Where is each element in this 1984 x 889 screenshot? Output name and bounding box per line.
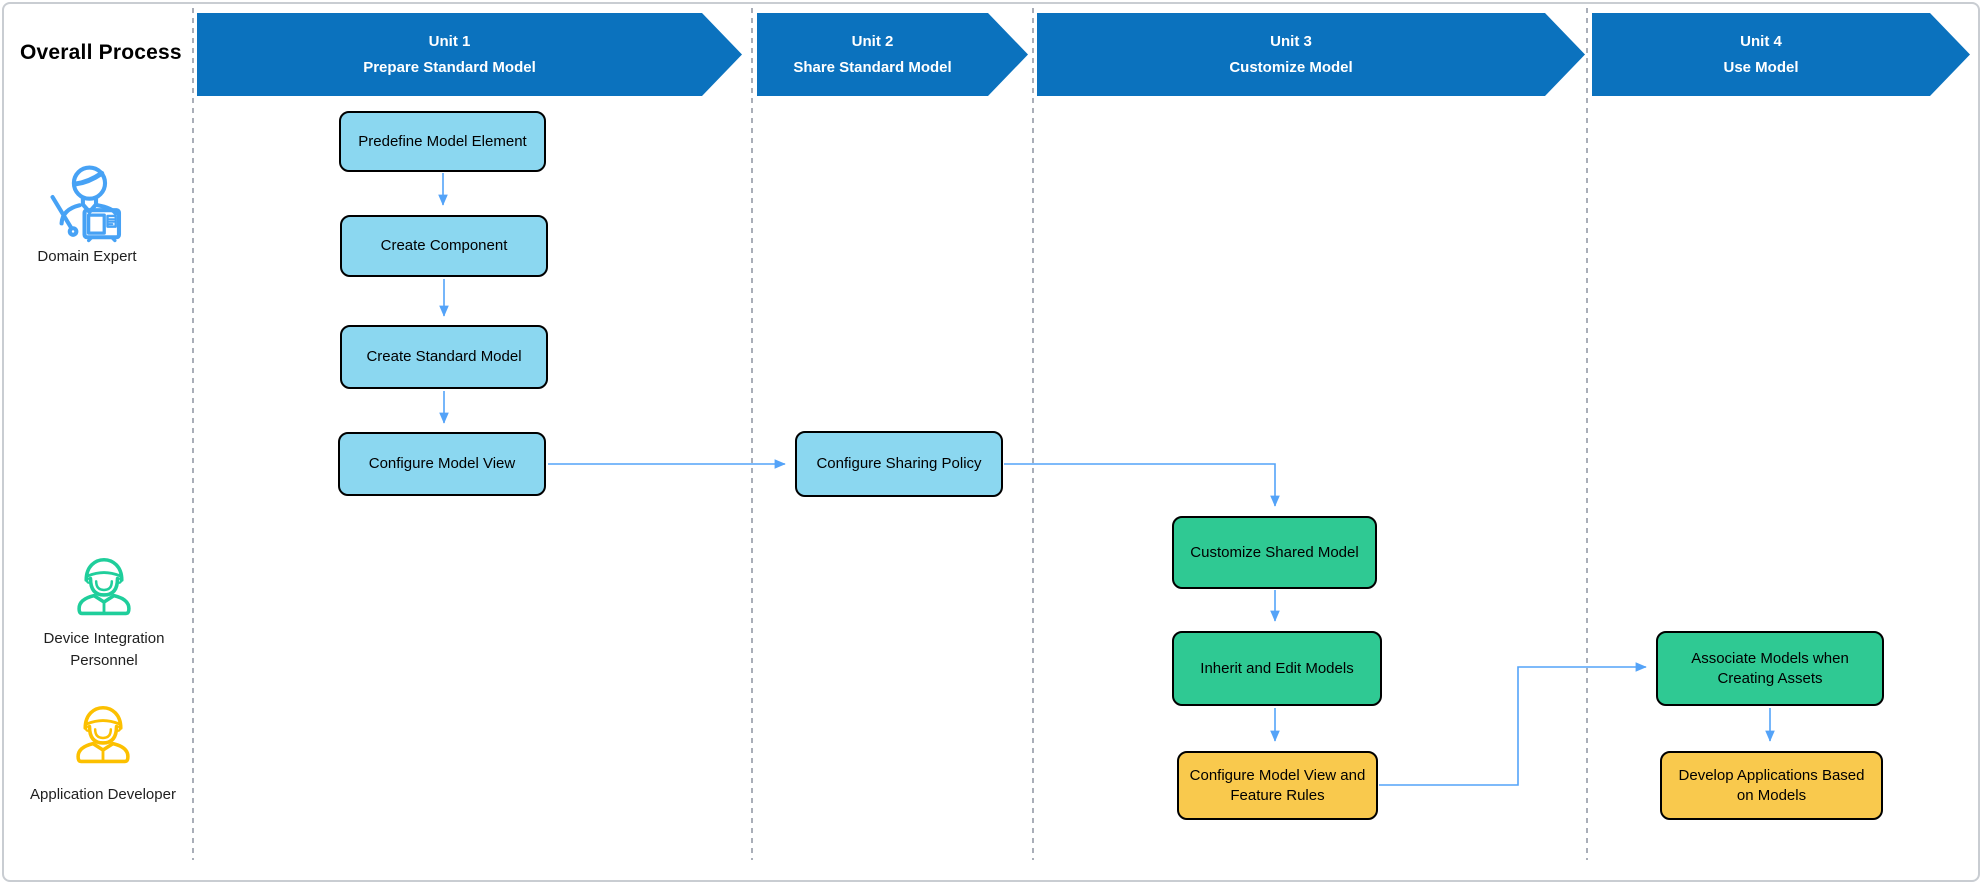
step-configure-sharing-policy: Configure Sharing Policy: [795, 431, 1003, 497]
unit-number: Unit 3: [1270, 33, 1312, 50]
unit-title: Prepare Standard Model: [363, 59, 536, 76]
step-configure-model-view-and-feature-rules: Configure Model View and Feature Rules: [1177, 751, 1378, 820]
step-inherit-and-edit-models: Inherit and Edit Models: [1172, 631, 1382, 706]
diagram-title: Overall Process: [20, 41, 182, 64]
step-associate-models-when-creating-assets: Associate Models when Creating Assets: [1656, 631, 1884, 706]
step-develop-applications-based-on-models: Develop Applications Based on Models: [1660, 751, 1883, 820]
application-developer-icon: [76, 705, 130, 764]
persona-label: Device Integration Personnel: [43, 630, 165, 669]
unit-title: Customize Model: [1229, 59, 1353, 76]
step-create-component: Create Component: [340, 215, 548, 277]
unit-number: Unit 2: [851, 33, 894, 50]
persona-label: Application Developer: [30, 786, 176, 803]
domain-expert-icon: [50, 165, 122, 243]
unit-banner-4: Unit 4 Use Model: [1592, 13, 1970, 96]
persona-application-developer: Application Developer: [22, 688, 184, 806]
unit-title: Share Standard Model: [793, 59, 952, 76]
unit-number: Unit 1: [428, 33, 471, 50]
lane-separator-1: [192, 8, 194, 860]
step-predefine-model-element: Predefine Model Element: [339, 111, 546, 172]
persona-device-integration-personnel: Device Integration Personnel: [24, 540, 184, 672]
lane-separator-2: [751, 8, 753, 860]
unit-banner-3: Unit 3 Customize Model: [1037, 13, 1585, 96]
unit-banner-1: Unit 1 Prepare Standard Model: [197, 13, 742, 96]
lane-separator-4: [1586, 8, 1588, 860]
step-create-standard-model: Create Standard Model: [340, 325, 548, 389]
lane-separator-3: [1032, 8, 1034, 860]
unit-title: Use Model: [1723, 59, 1799, 76]
connector-sharing-policy-to-customize: [1004, 463, 1280, 507]
unit-number: Unit 4: [1740, 33, 1782, 50]
unit-banner-2: Unit 2 Share Standard Model: [757, 13, 1028, 96]
connector-feature-rules-to-associate: [1379, 662, 1647, 786]
step-customize-shared-model: Customize Shared Model: [1172, 516, 1377, 589]
step-configure-model-view: Configure Model View: [338, 432, 546, 496]
persona-domain-expert: Domain Expert: [8, 158, 166, 268]
device-integration-personnel-icon: [77, 557, 131, 616]
persona-label: Domain Expert: [37, 248, 137, 265]
